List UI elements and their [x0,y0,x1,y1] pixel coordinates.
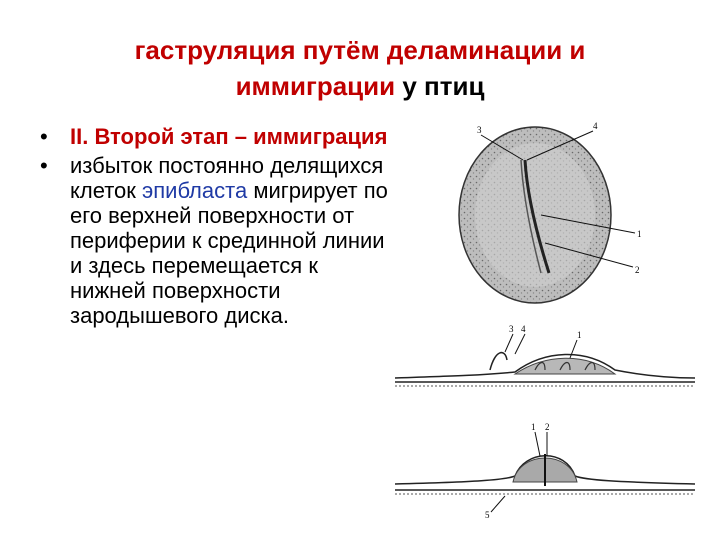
bullet-list: • II. Второй этап – иммиграция • избыток… [34,124,394,332]
fold-left [489,351,508,371]
title-line2-black: у птиц [395,71,485,101]
bullet-stage: • II. Второй этап – иммиграция [34,124,394,149]
leader-3 [480,134,524,161]
label-4: 4 [593,121,598,131]
leader-2 [544,242,634,268]
slide-title: гаструляция путём деламинации и иммиграц… [40,32,680,104]
label-3: 3 [477,125,482,135]
streak-groove [520,159,542,274]
description-text-before: избыток постоянно делящихся клеток [70,153,384,203]
leader-4 [526,130,594,161]
mid-label-1: 1 [577,330,582,340]
leader-1 [540,214,636,234]
mid-label-4: 4 [521,324,526,334]
label-2: 2 [635,265,640,275]
leader-bot-5 [490,495,506,513]
description-highlight: эпибласта [142,178,248,203]
layer-top [395,353,695,379]
figure-disc-top: 3 4 1 2 [458,121,642,304]
bullet-description: • избыток постоянно делящихся клеток эпи… [34,153,394,328]
label-1: 1 [637,229,642,239]
description-text-after: мигрирует по его верхней поверхности от … [70,178,388,328]
bullet-marker: • [40,124,48,149]
bullet-marker: • [40,153,48,178]
bot-label-2: 2 [545,422,550,432]
title-line2-red: иммиграции [235,71,396,101]
leader-mid-4 [514,333,526,355]
figure-section-middle: 3 4 1 [395,324,695,387]
migrating-cells [534,361,596,371]
stage-text: II. Второй этап – иммиграция [70,124,388,149]
bot-label-1: 1 [531,422,536,432]
leader-mid-3 [504,333,514,353]
disc-inner [475,143,595,287]
title-line1: гаструляция путём деламинации и [134,35,586,65]
bot-label-5: 5 [485,510,490,520]
leader-bot-1 [534,431,541,457]
leader-mid-1 [569,339,578,359]
figure-section-bottom: 1 2 5 [395,422,695,520]
cell-mass [513,357,617,375]
mid-label-3: 3 [509,324,514,334]
primitive-streak [523,159,551,274]
